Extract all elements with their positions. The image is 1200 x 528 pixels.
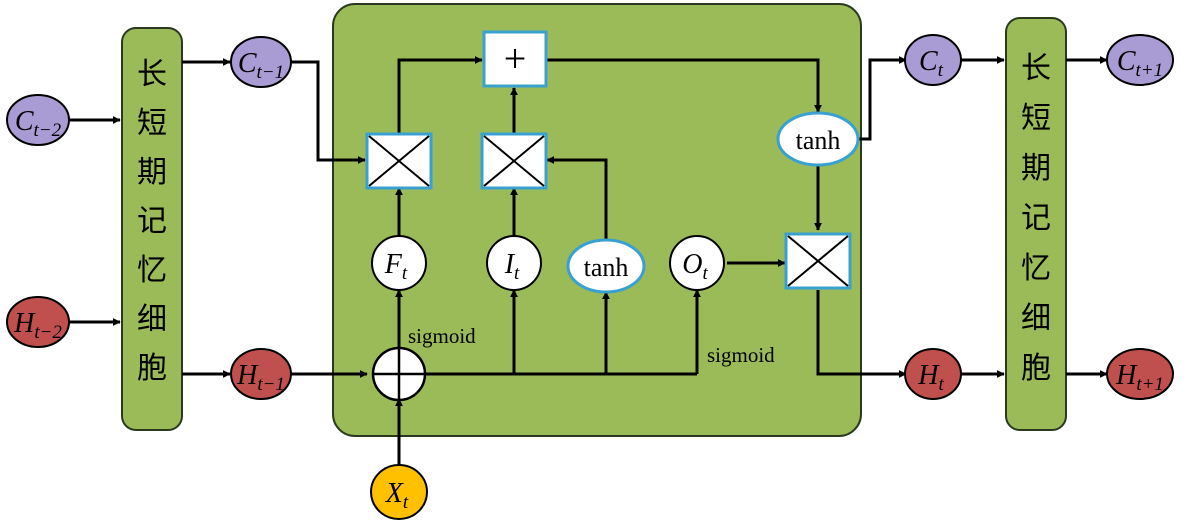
- svg-text:Ct: Ct: [919, 46, 944, 81]
- right-cell-char: 记: [1021, 201, 1051, 236]
- right-memory-cell-label: 长 短 期 记 忆 细 胞: [1021, 51, 1051, 386]
- sigmoid-label-left: sigmoid: [408, 324, 476, 348]
- right-cell-char: 细: [1021, 301, 1051, 336]
- svg-text:Ot: Ot: [682, 249, 708, 284]
- svg-text:Ft: Ft: [384, 249, 408, 284]
- svg-text:Ct+1: Ct+1: [1117, 46, 1163, 81]
- right-cell-char: 胞: [1021, 351, 1051, 386]
- path-output-mult-to-h-t: [816, 290, 907, 378]
- path-tanh-to-c-t: [858, 56, 907, 141]
- add-box: +: [482, 30, 548, 88]
- state-h-t: Ht: [904, 348, 962, 400]
- left-cell-char: 忆: [137, 253, 167, 288]
- left-memory-cell: [121, 27, 183, 431]
- left-memory-cell-label: 长 短 期 记 忆 细 胞: [137, 57, 167, 386]
- path-c-prev1-to-forget-mult: [290, 60, 366, 164]
- forget-multiply-icon: [365, 132, 433, 190]
- forget-gate: Ft: [371, 235, 427, 291]
- svg-text:Ct−1: Ct−1: [238, 48, 284, 83]
- left-cell-char: 记: [137, 204, 167, 239]
- svg-text:Ct−2: Ct−2: [15, 106, 62, 141]
- left-cell-char: 期: [137, 155, 167, 190]
- left-cell-char: 细: [137, 302, 167, 337]
- right-memory-cell: [1005, 17, 1067, 431]
- lstm-cell-body: [332, 3, 862, 437]
- state-c-prev2: Ct−2: [6, 94, 70, 146]
- left-cell-char: 胞: [137, 351, 167, 386]
- state-c-next: Ct+1: [1106, 34, 1174, 86]
- output-gate: Ot: [669, 235, 725, 291]
- concat-circle-plus-icon: [371, 346, 427, 402]
- path-plus-to-tanh: [546, 58, 822, 113]
- svg-text:Ht−1: Ht−1: [236, 360, 285, 395]
- left-cell-char: 短: [137, 106, 167, 141]
- svg-text:Xt: Xt: [385, 478, 409, 513]
- svg-text:Ht+1: Ht+1: [1115, 360, 1164, 395]
- connectors: [69, 56, 1108, 466]
- left-cell-char: 长: [137, 57, 167, 92]
- state-h-prev2: Ht−2: [6, 296, 70, 348]
- output-multiply-icon: [784, 232, 852, 290]
- svg-text:Ht: Ht: [917, 360, 944, 395]
- state-c-prev1: Ct−1: [230, 36, 292, 88]
- svg-text:tanh: tanh: [584, 253, 629, 282]
- svg-text:tanh: tanh: [796, 126, 841, 155]
- svg-text:It: It: [504, 249, 520, 284]
- input-gate: It: [486, 235, 542, 291]
- right-cell-char: 期: [1021, 151, 1051, 186]
- input-multiply-icon: [480, 132, 548, 190]
- state-h-prev1: Ht−1: [230, 348, 292, 400]
- path-tanh-to-input-mult: [546, 156, 608, 240]
- tanh-candidate: tanh: [566, 238, 646, 294]
- state-h-next: Ht+1: [1106, 348, 1174, 400]
- state-c-t: Ct: [904, 34, 962, 86]
- sigmoid-label-right: sigmoid: [707, 343, 775, 367]
- right-cell-char: 短: [1021, 101, 1051, 136]
- input-x-t: Xt: [370, 464, 428, 520]
- plus-icon: +: [504, 36, 527, 81]
- right-cell-char: 忆: [1021, 251, 1051, 286]
- svg-text:Ht−2: Ht−2: [13, 308, 62, 343]
- path-forget-mult-to-plus: [397, 56, 483, 134]
- tanh-cell-state: tanh: [776, 111, 860, 167]
- right-cell-char: 长: [1021, 51, 1051, 86]
